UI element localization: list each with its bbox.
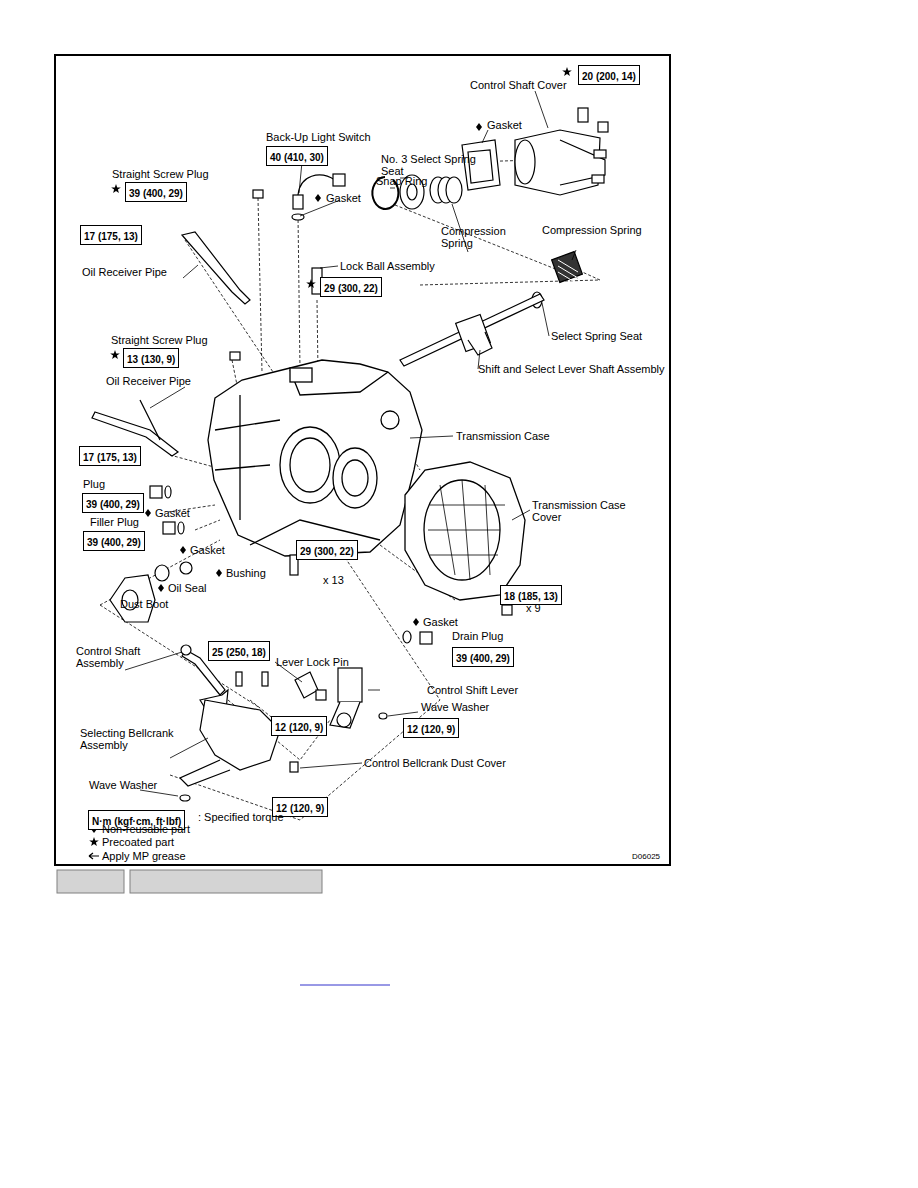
part-name: No. 3 Select Spring Seat xyxy=(381,153,489,177)
part-name: Plug xyxy=(83,478,105,490)
part-name: Transmission Case xyxy=(456,430,550,442)
torque-value: 17 (175, 13) xyxy=(84,231,138,242)
torque-value: 12 (120, 9) xyxy=(275,722,323,733)
torque-box: 39 (400, 29) xyxy=(83,531,145,551)
torque-value: 25 (250, 18) xyxy=(212,647,266,658)
legend-text: Non-reusable part xyxy=(102,823,190,835)
torque-value: 39 (400, 29) xyxy=(87,537,141,548)
torque-value: 39 (400, 29) xyxy=(129,188,183,199)
part-name: Oil Receiver Pipe xyxy=(82,266,167,278)
torque-value: 39 (400, 29) xyxy=(456,653,510,664)
part-name: Wave Washer xyxy=(89,779,157,791)
part-name: Filler Plug xyxy=(90,516,139,528)
part-name: Gasket xyxy=(155,507,190,519)
part-name: Snap Ring xyxy=(376,175,427,187)
torque-box: 12 (120, 9) xyxy=(403,718,459,738)
part-name: Oil Receiver Pipe xyxy=(106,375,191,387)
torque-box: 39 (400, 29) xyxy=(125,182,187,202)
figure-code: D06025 xyxy=(632,852,660,861)
part-name: Gasket xyxy=(190,544,225,556)
torque-value: 13 (130, 9) xyxy=(127,354,175,365)
torque-value: 20 (200, 14) xyxy=(582,71,636,82)
torque-box: 20 (200, 14) xyxy=(578,65,640,85)
legend-text: Precoated part xyxy=(102,836,174,848)
part-name: Bushing xyxy=(226,567,266,579)
torque-value: 18 (185, 13) xyxy=(504,591,558,602)
part-name: Compression Spring xyxy=(441,225,516,249)
part-name: Select Spring Seat xyxy=(551,330,642,342)
torque-box: 40 (410, 30) xyxy=(266,146,328,166)
torque-box: 25 (250, 18) xyxy=(208,641,270,661)
torque-value: 39 (400, 29) xyxy=(86,499,140,510)
torque-value: 29 (300, 22) xyxy=(324,283,378,294)
part-name: Drain Plug xyxy=(452,630,503,642)
torque-value: 17 (175, 13) xyxy=(83,452,137,463)
torque-value: 40 (410, 30) xyxy=(270,152,324,163)
part-name: Control Bellcrank Dust Cover xyxy=(364,757,506,769)
legend-text: Apply MP grease xyxy=(102,850,186,862)
part-name: Selecting Bellcrank Assembly xyxy=(80,727,188,751)
legend-text: : Specified torque xyxy=(198,811,284,823)
torque-box: 39 (400, 29) xyxy=(82,493,144,513)
part-name: Straight Screw Plug xyxy=(111,334,208,346)
part-name: Gasket xyxy=(487,119,522,131)
part-name: Shift and Select Lever Shaft Assembly xyxy=(478,363,665,375)
part-name: Compression Spring xyxy=(542,224,642,236)
part-name: Lever Lock Pin xyxy=(276,656,349,668)
torque-box: 17 (175, 13) xyxy=(80,225,142,245)
part-name: Lock Ball Assembly xyxy=(340,260,435,272)
torque-box: 29 (300, 22) xyxy=(296,540,358,560)
part-name: x 9 xyxy=(526,602,541,614)
torque-value: 12 (120, 9) xyxy=(407,724,455,735)
torque-box: 17 (175, 13) xyxy=(79,446,141,466)
part-name: Gasket xyxy=(423,616,458,628)
torque-box: 39 (400, 29) xyxy=(452,647,514,667)
torque-value: 29 (300, 22) xyxy=(300,546,354,557)
torque-box: 29 (300, 22) xyxy=(320,277,382,297)
part-name: Dust Boot xyxy=(120,598,168,610)
part-name: Control Shaft Cover xyxy=(470,79,567,91)
part-name: Control Shaft Assembly xyxy=(76,645,154,669)
part-name: Control Shift Lever xyxy=(427,684,518,696)
torque-box: 12 (120, 9) xyxy=(271,716,327,736)
torque-box: 13 (130, 9) xyxy=(123,348,179,368)
part-name: Straight Screw Plug xyxy=(112,168,209,180)
part-name: Back-Up Light Switch xyxy=(266,131,371,143)
part-name: Oil Seal xyxy=(168,582,207,594)
part-name: Wave Washer xyxy=(421,701,489,713)
part-name: Gasket xyxy=(326,192,361,204)
part-name: Transmission Case Cover xyxy=(532,499,640,523)
part-name: x 13 xyxy=(323,574,344,586)
